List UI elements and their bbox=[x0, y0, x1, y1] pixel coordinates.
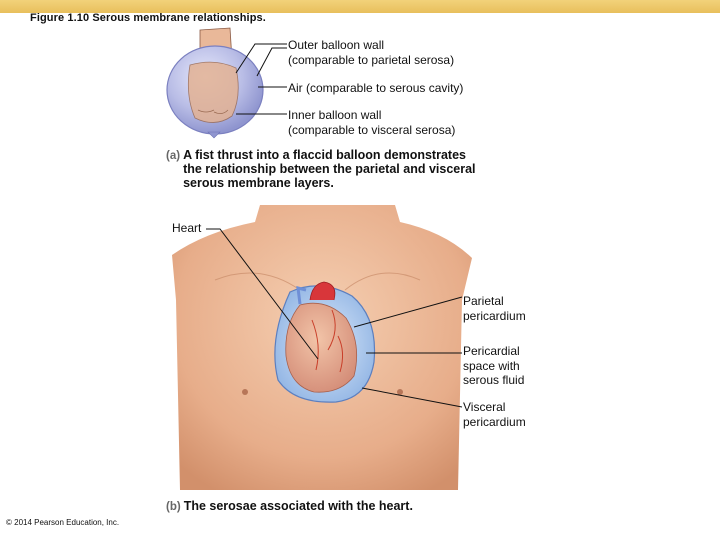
panel-b-caption: (b)The serosae associated with the heart… bbox=[166, 499, 413, 514]
panel-b-letter: (b) bbox=[166, 501, 181, 513]
title-banner bbox=[0, 0, 720, 13]
panel-a-caption: (a)A fist thrust into a flaccid balloon … bbox=[166, 148, 476, 190]
label-pericardial-space: Pericardial space with serous fluid bbox=[463, 344, 525, 387]
figure-title: Figure 1.10 Serous membrane relationship… bbox=[30, 12, 266, 24]
panel-a-leader-lines bbox=[235, 43, 287, 115]
label-parietal-pericardium: Parietal pericardium bbox=[463, 294, 526, 323]
panel-a-letter: (a) bbox=[166, 150, 181, 162]
label-heart: Heart bbox=[172, 221, 202, 235]
balloon-fist-drawing bbox=[166, 27, 264, 139]
panel-b-leader-lines bbox=[206, 228, 463, 408]
label-inner-balloon-wall: Inner balloon wall (comparable to viscer… bbox=[288, 108, 456, 137]
torso-drawing bbox=[172, 205, 472, 490]
panel-a-caption-text: A fist thrust into a flaccid balloon dem… bbox=[183, 148, 476, 190]
label-air: Air (comparable to serous cavity) bbox=[288, 81, 464, 95]
panel-b-caption-text: The serosae associated with the heart. bbox=[183, 499, 413, 513]
label-outer-balloon-wall: Outer balloon wall (comparable to pariet… bbox=[288, 38, 455, 67]
copyright-notice: © 2014 Pearson Education, Inc. bbox=[6, 518, 120, 527]
label-visceral-pericardium: Visceral pericardium bbox=[463, 400, 526, 429]
